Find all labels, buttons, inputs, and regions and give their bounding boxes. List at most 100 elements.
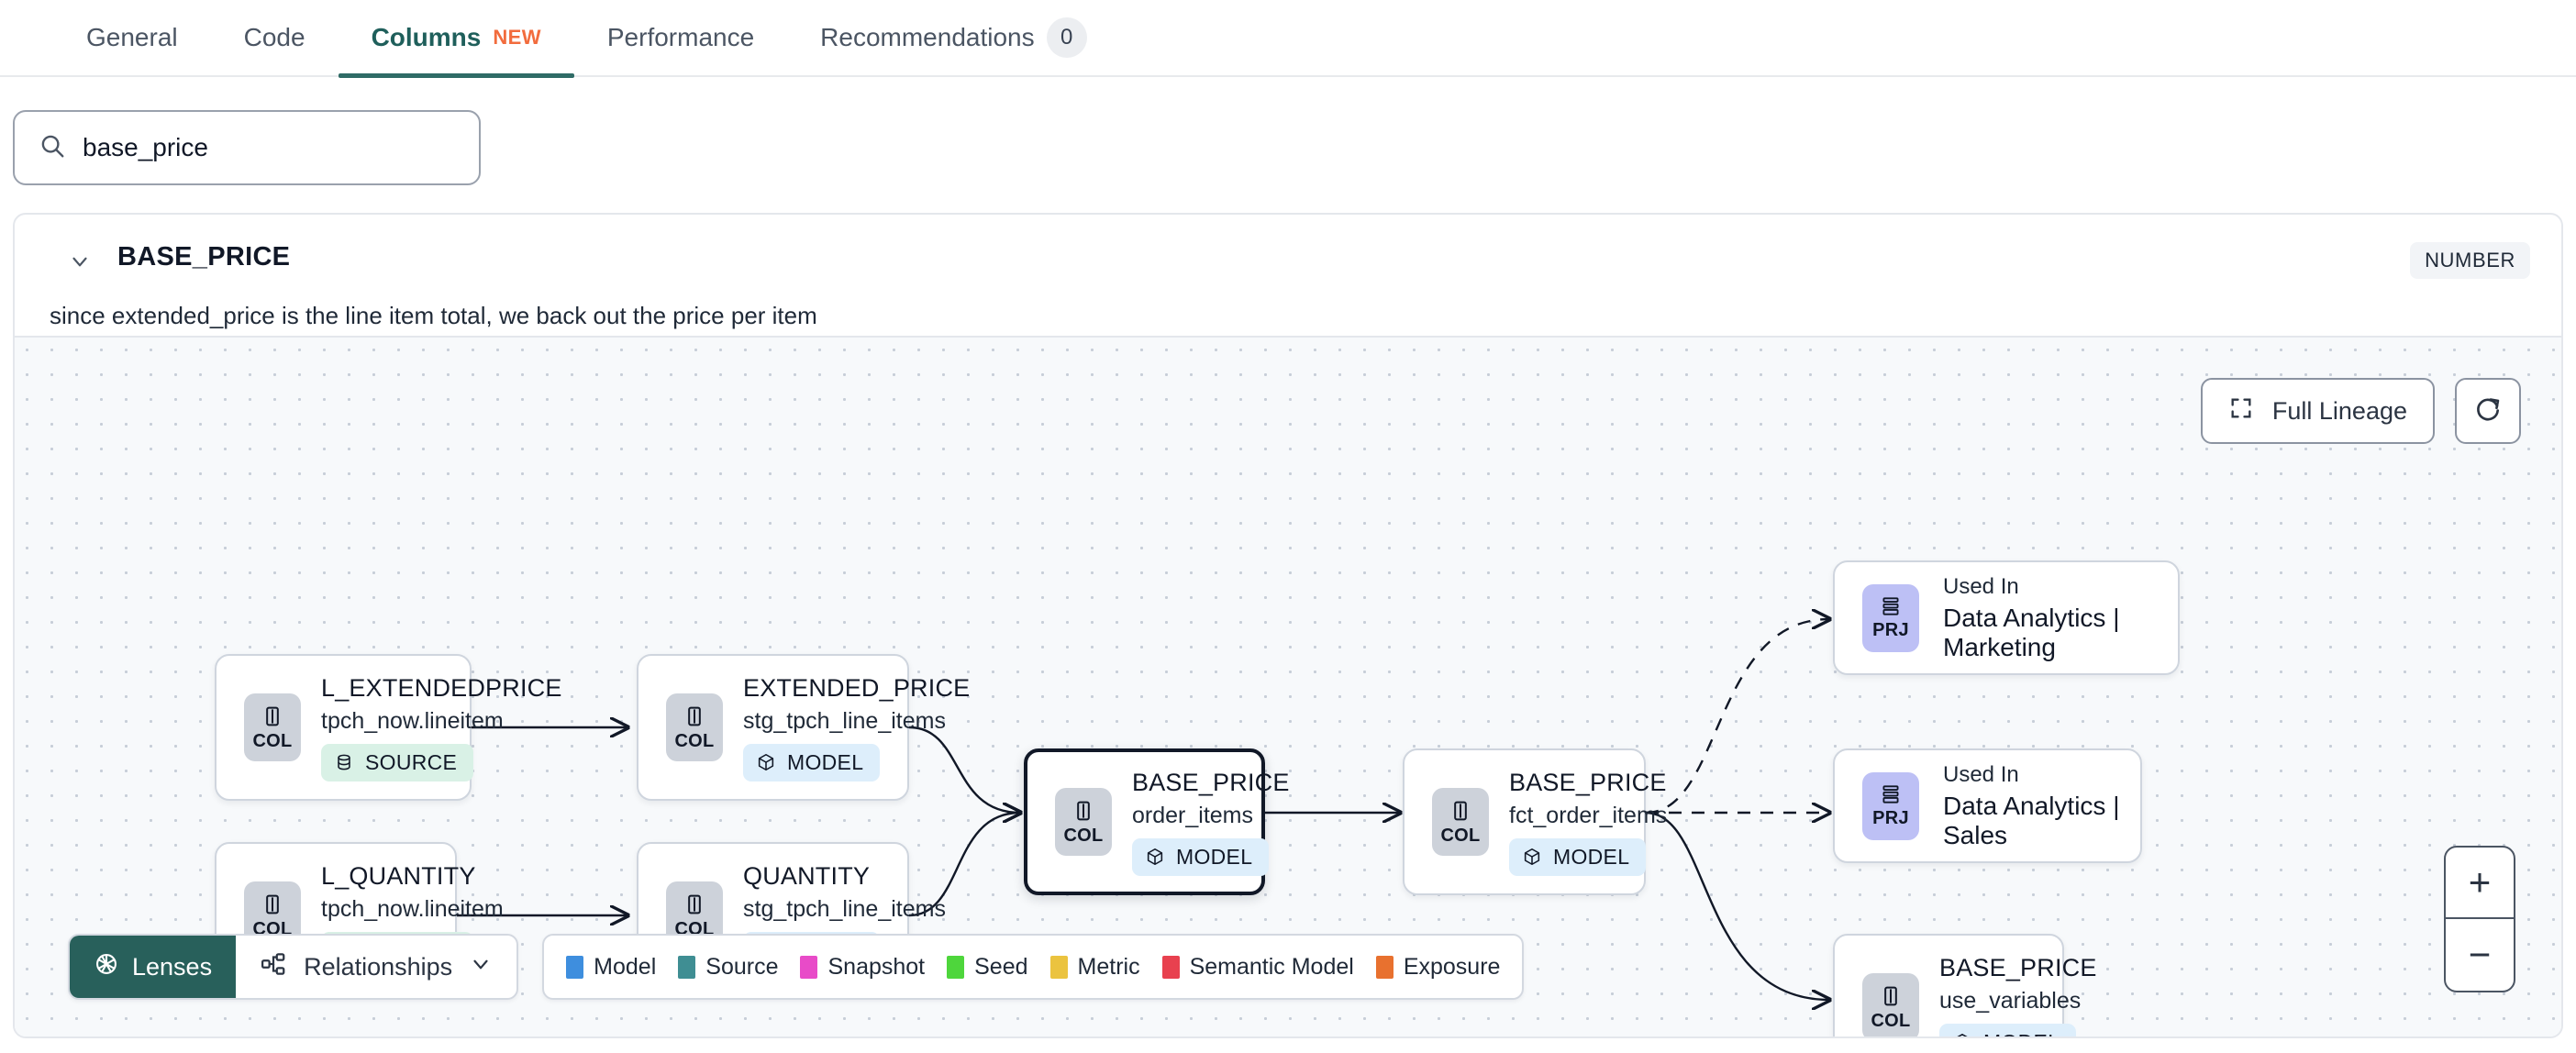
search-input[interactable]	[83, 133, 455, 162]
lineage-edges	[457, 338, 2561, 1036]
legend-label: Seed	[974, 953, 1028, 980]
tab-label: General	[86, 23, 178, 51]
node-tag-label: SOURCE	[365, 749, 458, 774]
lineage-node-extended-price[interactable]: COL EXTENDED_PRICE stg_tpch_line_items M…	[637, 654, 970, 801]
node-title: BASE_PRICE	[1132, 768, 1290, 796]
legend-swatch	[1161, 955, 1180, 979]
lineage-node-project-marketing[interactable]: PRJ Used In Data Analytics | Marketing	[1833, 560, 2180, 675]
aperture-icon	[94, 951, 119, 983]
lineage-legend: Model Source Snapshot Seed Metric	[542, 934, 1525, 1000]
node-title: QUANTITY	[743, 861, 871, 890]
hierarchy-icon	[260, 950, 287, 984]
tab-label: Recommendations	[820, 23, 1035, 51]
project-icon: PRJ	[1862, 771, 1919, 840]
node-subtitle: order_items	[1132, 802, 1253, 828]
node-tag-source: SOURCE	[321, 743, 474, 781]
legend-label: Source	[705, 953, 779, 980]
legend-item-semantic-model: Semantic Model	[1161, 953, 1354, 981]
node-tag-model: MODEL	[743, 743, 881, 781]
column-icon-label: COL	[1440, 825, 1481, 846]
full-lineage-button[interactable]: Full Lineage	[2200, 378, 2435, 444]
node-subtitle: tpch_now.lineitem	[321, 707, 504, 734]
zoom-in-button[interactable]: +	[2446, 848, 2514, 919]
legend-label: Semantic Model	[1189, 953, 1354, 980]
tab-recommendations[interactable]: Recommendations 0	[787, 0, 1119, 76]
node-subtitle: tpch_now.lineitem	[321, 895, 504, 922]
edge-n3-n5	[908, 726, 1020, 813]
legend-swatch	[800, 955, 818, 979]
column-icon: COL	[244, 693, 301, 761]
column-icon: COL	[1432, 788, 1489, 856]
node-title: EXTENDED_PRICE	[743, 673, 971, 702]
tab-columns[interactable]: Columns NEW	[338, 0, 575, 78]
lineage-node-base-price-use-variables[interactable]: COL BASE_PRICE use_variables MODEL	[1833, 934, 2096, 1037]
relationships-dropdown[interactable]: Relationships	[236, 936, 516, 998]
tab-label: Columns	[371, 23, 482, 51]
legend-swatch	[1049, 955, 1068, 979]
legend-item-snapshot: Snapshot	[800, 954, 925, 981]
column-icon-label: COL	[252, 730, 293, 751]
tab-label: Performance	[606, 23, 755, 51]
legend-item-metric: Metric	[1049, 953, 1140, 981]
lineage-node-project-sales[interactable]: PRJ Used In Data Analytics | Sales	[1833, 748, 2142, 863]
node-tag-label: MODEL	[1553, 844, 1630, 869]
zoom-controls: + −	[2444, 846, 2515, 992]
tab-bar: General Code Columns NEW Performance Rec…	[0, 0, 2576, 78]
lenses-label: Lenses	[132, 952, 213, 981]
legend-label: Model	[594, 953, 657, 980]
legend-swatch	[566, 955, 584, 979]
chevron-down-icon	[469, 952, 493, 982]
column-type-badge: NUMBER	[2410, 242, 2530, 279]
node-subtitle: stg_tpch_line_items	[743, 707, 946, 734]
node-tag-label: MODEL	[1983, 1030, 2060, 1037]
node-title: L_QUANTITY	[321, 861, 476, 890]
chevron-down-icon[interactable]	[68, 249, 92, 273]
lineage-node-l-extendedprice[interactable]: COL L_EXTENDEDPRICE tpch_now.lineitem SO…	[215, 654, 561, 801]
node-tag-label: MODEL	[1176, 844, 1253, 869]
tab-general[interactable]: General	[53, 0, 211, 76]
legend-label: Snapshot	[827, 953, 926, 980]
node-title: L_EXTENDEDPRICE	[321, 673, 562, 702]
tab-performance[interactable]: Performance	[574, 0, 787, 76]
column-icon: COL	[1862, 973, 1919, 1036]
tab-code[interactable]: Code	[211, 0, 339, 76]
search-icon	[39, 132, 66, 164]
legend-label: Exposure	[1403, 953, 1501, 980]
node-title: BASE_PRICE	[1939, 953, 2097, 981]
column-icon-label: COL	[674, 730, 715, 751]
column-description: since extended_price is the line item to…	[50, 302, 817, 329]
node-title: BASE_PRICE	[1509, 768, 1667, 796]
lenses-button[interactable]: Lenses	[70, 936, 237, 998]
column-icon: COL	[666, 693, 723, 761]
tab-new-badge: NEW	[493, 26, 541, 49]
lineage-node-base-price-order-items[interactable]: COL BASE_PRICE order_items MODEL	[1024, 748, 1289, 895]
search-bar[interactable]	[13, 110, 481, 185]
project-icon-label: PRJ	[1872, 620, 1909, 640]
node-tag-model: MODEL	[1509, 837, 1647, 876]
column-detail-panel: BASE_PRICE NUMBER since extended_price i…	[13, 213, 2563, 1038]
edge-n4-n5	[908, 813, 1020, 917]
refresh-button[interactable]	[2455, 378, 2521, 444]
node-tag-model: MODEL	[1132, 837, 1270, 876]
node-title: Data Analytics | Sales	[1943, 791, 2120, 849]
zoom-out-button[interactable]: −	[2468, 933, 2492, 976]
full-lineage-label: Full Lineage	[2271, 396, 2407, 425]
legend-label: Metric	[1077, 953, 1140, 980]
column-header: BASE_PRICE NUMBER since extended_price i…	[15, 215, 2561, 336]
node-kicker: Used In	[1943, 573, 2019, 599]
lineage-node-base-price-fct-order-items[interactable]: COL BASE_PRICE fct_order_items MODEL	[1403, 748, 1667, 895]
column-icon: COL	[1055, 788, 1112, 856]
legend-swatch	[947, 955, 965, 979]
lineage-top-controls: Full Lineage	[2200, 378, 2521, 444]
project-icon-label: PRJ	[1872, 808, 1909, 828]
legend-item-exposure: Exposure	[1375, 953, 1501, 981]
expand-icon	[2228, 395, 2254, 427]
node-kicker: Used In	[1943, 761, 2019, 787]
lineage-canvas[interactable]: COL L_EXTENDEDPRICE tpch_now.lineitem SO…	[15, 336, 2561, 1036]
column-icon-label: COL	[1063, 825, 1104, 846]
lineage-bottom-toolbar: Lenses Relationships	[68, 934, 1525, 1000]
relationships-label: Relationships	[304, 952, 453, 981]
refresh-icon	[2473, 394, 2503, 428]
node-subtitle: stg_tpch_line_items	[743, 895, 946, 922]
project-icon: PRJ	[1862, 583, 1919, 652]
